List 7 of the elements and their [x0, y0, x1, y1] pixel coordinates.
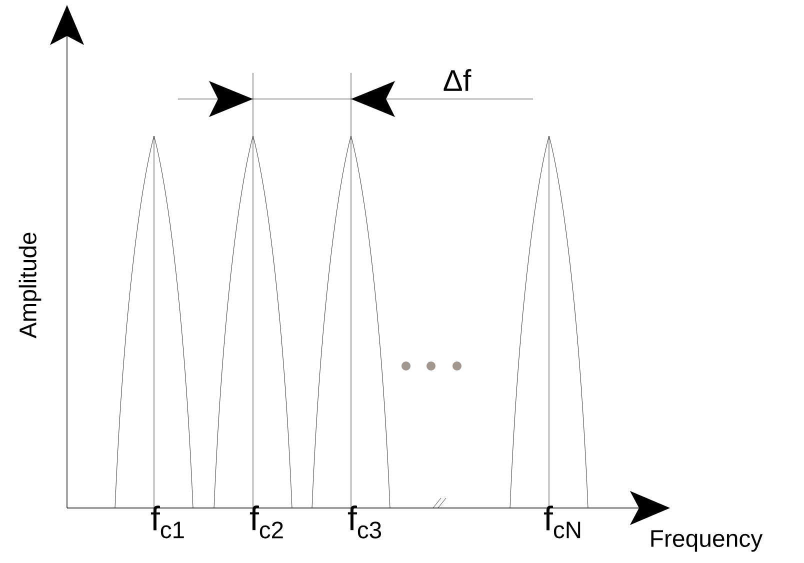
frequency-label: f$_{c3}$ [348, 506, 381, 538]
frequency-label: f$_{c1}$ [150, 506, 184, 538]
axis-label: Amplitude [18, 232, 42, 338]
dimension-label: Δf [444, 69, 472, 91]
frequency-label: f$_{cN}$ [544, 506, 580, 538]
frequency-label: f$_{c2}$ [250, 506, 283, 538]
axis-label: Frequency [651, 530, 763, 552]
